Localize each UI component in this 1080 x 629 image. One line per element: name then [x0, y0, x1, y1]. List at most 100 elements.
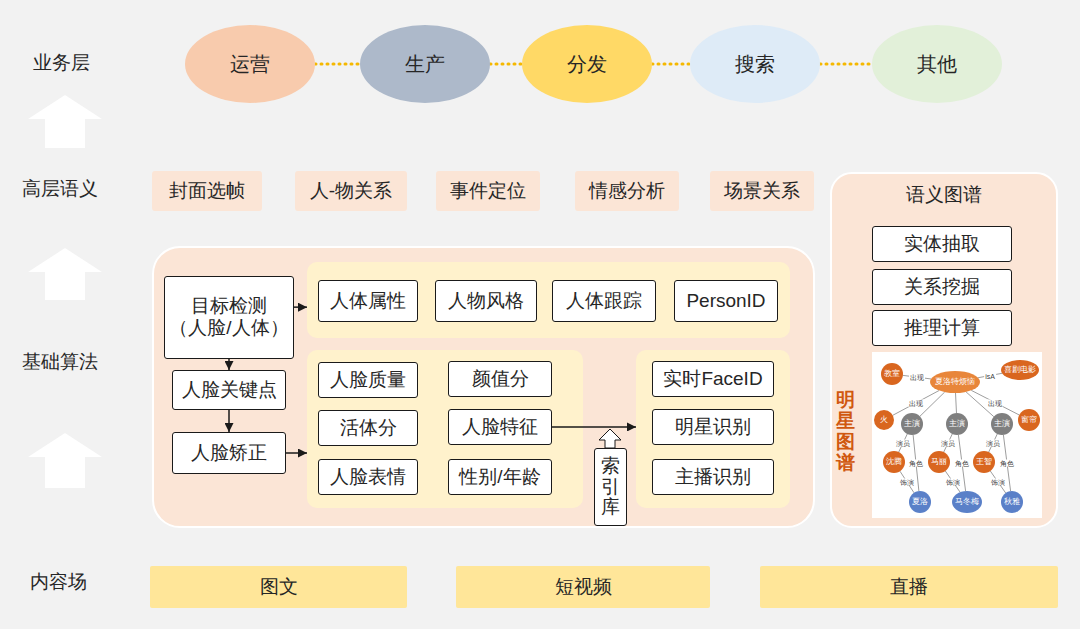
graph-node: 秋雅: [1001, 491, 1023, 513]
connector: [652, 63, 690, 66]
relation-label: 饰演: [899, 479, 915, 486]
node-text: PersonID: [686, 290, 765, 313]
algorithm-box: 人体属性: [318, 280, 418, 322]
ellipse-shape: [881, 363, 903, 385]
node-text: 喜剧电影: [1004, 365, 1036, 375]
node-text: 情感分析: [589, 180, 665, 203]
connector: [990, 471, 1005, 493]
node-text: 推理计算: [904, 317, 980, 340]
node-text: 窗帘: [1021, 415, 1037, 425]
layer-label: 基础算法: [22, 351, 98, 374]
ellipse-shape: [930, 371, 980, 393]
algorithm-box: 人脸表情: [318, 459, 418, 496]
graph-node: 马冬梅: [952, 491, 982, 513]
algorithm-box: 人脸关键点: [172, 370, 286, 410]
node-text: 性别/年龄: [459, 466, 540, 489]
connector: [893, 390, 939, 415]
node-text: 封面选帧: [169, 180, 245, 203]
ellipse-shape: [1001, 491, 1023, 513]
connector: [552, 426, 636, 428]
business-ellipse: 生产: [360, 25, 490, 103]
ellipse-shape: [883, 451, 905, 473]
business-ellipse: 分发: [522, 25, 652, 103]
node-text: 秋雅: [1004, 497, 1020, 507]
layer-label: 业务层: [33, 52, 90, 75]
node-text: 人体属性: [330, 290, 406, 313]
graph-node: 窗帘: [1018, 409, 1040, 431]
relation-label: 出现: [909, 374, 925, 381]
node-text: 人脸质量: [330, 369, 406, 392]
graph-node: 喜剧电影: [1001, 360, 1039, 380]
relation-label: 角色: [908, 460, 924, 467]
semantic-box: 情感分析: [575, 171, 679, 211]
layer-up-arrow: [28, 95, 102, 148]
node-text: 人脸特征: [462, 416, 538, 439]
ellipse-shape: [928, 451, 950, 473]
business-ellipse: 其他: [872, 25, 1002, 103]
graph-node: 教室: [881, 363, 903, 385]
ellipse-shape: [909, 491, 931, 513]
node-text: 实体抽取: [904, 233, 980, 256]
node-text: 颜值分: [472, 368, 529, 391]
algorithm-group: 人体属性人物风格人体跟踪PersonID: [307, 262, 790, 338]
connector: [955, 393, 957, 413]
ellipse-shape: [522, 25, 652, 103]
connector: [294, 306, 307, 308]
connector: [286, 452, 307, 454]
node-text: 索引库: [601, 456, 620, 519]
algorithm-box: PersonID: [674, 280, 778, 322]
node-text: 分发: [567, 52, 607, 76]
node-text: 主演: [904, 419, 920, 429]
graph-node: 马丽: [928, 451, 950, 473]
ellipse-shape: [991, 413, 1013, 435]
graph-node: 主演: [901, 413, 923, 435]
node-text: 沈腾: [886, 457, 902, 467]
connector: [315, 63, 360, 66]
node-text: 夏洛特烦恼: [935, 377, 975, 387]
node-text: 主演: [994, 419, 1010, 429]
semantic-box: 场景关系: [710, 171, 814, 211]
connector: [490, 63, 522, 66]
graph-node: 主演: [946, 413, 968, 435]
connector: [945, 471, 960, 492]
node-text: 直播: [890, 576, 928, 599]
algorithm-box: 推理计算: [872, 310, 1012, 347]
algorithm-box: 颜值分: [448, 361, 552, 398]
algorithm-box: 主播识别: [652, 459, 774, 496]
algorithm-box: 关系挖掘: [872, 269, 1012, 306]
node-text: 明星识别: [675, 416, 751, 439]
ellipse-shape: [952, 491, 982, 513]
graph-node: 夏洛特烦恼: [930, 371, 980, 393]
graph-image-ground: [872, 352, 1042, 518]
algorithm-box: 性别/年龄: [448, 459, 552, 496]
ellipse-shape: [872, 25, 1002, 103]
relation-label: 出现: [908, 399, 924, 406]
algorithm-group: 实时FaceID 明星识别主播识别: [636, 350, 790, 508]
node-text: 实时FaceID: [663, 368, 762, 391]
ellipse-shape: [360, 25, 490, 103]
node-text: 搜索: [735, 52, 775, 76]
node-text: 火: [880, 415, 888, 425]
node-text: 人-物关系: [310, 180, 392, 203]
content-band: 图文: [150, 566, 407, 608]
graph-node: 火: [874, 410, 894, 430]
algorithm-panel: 目标检测 （人脸/人体）人体属性人物风格人体跟踪PersonID 人脸关键点人脸矫…: [152, 246, 815, 528]
semantic-box: 封面选帧: [152, 171, 262, 211]
algorithm-box: 实体抽取: [872, 226, 1012, 263]
content-band: 直播: [760, 566, 1058, 608]
algorithm-box: 活体分: [318, 410, 418, 447]
node-text: 人脸矫正: [191, 442, 267, 465]
ellipse-shape: [874, 410, 894, 430]
connector: [820, 63, 872, 66]
node-text: 关系挖掘: [904, 276, 980, 299]
layer-up-arrow: [28, 248, 102, 300]
connector: [228, 410, 230, 432]
relation-label: 角色: [954, 459, 970, 466]
relation-label: 演员: [940, 440, 956, 447]
relation-label: 出现: [987, 399, 1003, 406]
relation-label: 角色: [999, 460, 1015, 467]
hollow-up-arrow: [599, 429, 621, 448]
algorithm-box: 目标检测 （人脸/人体）: [164, 276, 294, 358]
node-text: 其他: [917, 52, 957, 76]
layer-up-arrow: [28, 433, 102, 488]
